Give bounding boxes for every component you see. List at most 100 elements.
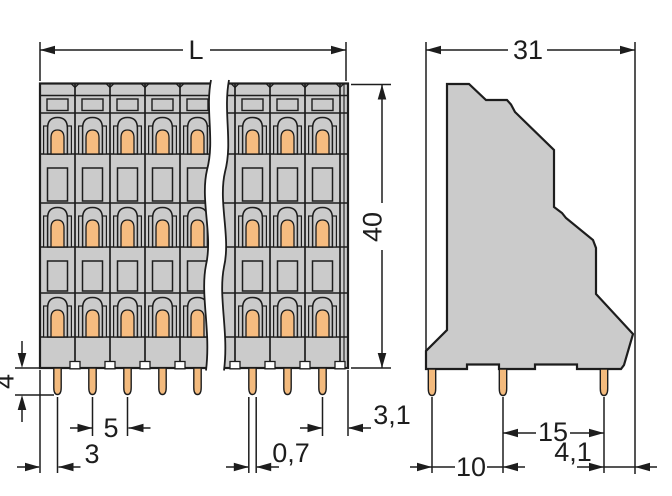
marker-window — [81, 260, 104, 292]
dimension-arrowhead — [589, 428, 604, 438]
dim-label-overall-length: L — [188, 35, 203, 65]
solder-pin — [283, 367, 292, 396]
solder-pin — [193, 367, 202, 396]
dimension-arrowhead — [503, 462, 518, 472]
terminal-pole — [112, 98, 143, 338]
solder-pin — [498, 368, 508, 397]
marker-window — [276, 167, 299, 202]
terminal-pole — [77, 98, 107, 338]
dimension-arrowhead — [40, 45, 55, 55]
terminal-pole — [238, 98, 268, 338]
dim-label-last-pin-offset: 3,1 — [373, 400, 411, 430]
clamp-spring — [315, 129, 330, 155]
marker-window — [46, 260, 69, 292]
front-view-pins — [53, 367, 327, 396]
actuation-slot — [311, 98, 334, 112]
clamp-spring — [85, 309, 100, 338]
actuation-slot — [46, 98, 69, 112]
terminal-pole — [308, 98, 338, 338]
clamp-spring — [245, 219, 260, 248]
foot-notch — [299, 360, 311, 370]
side-view-pins — [427, 368, 609, 397]
foot-notch — [69, 360, 81, 370]
clamp-spring — [315, 309, 330, 338]
dimension-arrowhead — [17, 395, 27, 410]
side-profile — [424, 82, 635, 371]
dimension-arrowhead — [589, 462, 604, 472]
marker-window — [311, 260, 334, 292]
clamp-spring — [190, 129, 205, 155]
terminal-pole — [42, 98, 72, 338]
clamp-spring — [50, 309, 65, 338]
clamp-spring — [155, 309, 170, 338]
foot-notch — [229, 360, 241, 370]
side-view — [424, 82, 635, 397]
terminal-pole — [148, 98, 178, 338]
clamp-spring — [155, 129, 170, 155]
dimension-arrowhead — [58, 462, 74, 472]
clamp-spring — [245, 129, 260, 155]
solder-pin — [88, 367, 97, 396]
clamp-spring — [245, 309, 260, 338]
dimension-arrowhead — [620, 45, 635, 55]
dimension-arrowhead — [77, 423, 93, 433]
dim-label-rear-pin-offset: 4,1 — [554, 437, 592, 467]
dimension-arrowhead — [503, 428, 518, 438]
side-view-housing — [424, 82, 635, 371]
dim-label-overall-height: 40 — [358, 212, 388, 242]
dimension-arrowhead — [17, 353, 27, 368]
dimension-arrowhead — [635, 462, 650, 472]
clamp-spring — [50, 219, 65, 248]
clamp-spring — [155, 219, 170, 248]
dimension-arrowhead — [307, 423, 323, 433]
dimension-arrowhead — [128, 423, 144, 433]
dimension-label-backgrounds — [183, 36, 570, 480]
clamp-spring — [85, 219, 100, 248]
dimension-arrowhead — [377, 84, 387, 100]
foot-notch — [104, 360, 116, 370]
dim-label-pin-width: 0,7 — [272, 438, 310, 468]
actuation-slot — [81, 98, 104, 112]
dim-label-pin-length: 4 — [0, 374, 20, 389]
clamp-spring — [85, 129, 100, 155]
solder-pin — [599, 368, 609, 397]
marker-window — [151, 260, 174, 292]
clamp-spring — [190, 309, 205, 338]
solder-pin — [318, 367, 327, 396]
solder-pin — [53, 367, 62, 396]
solder-pin — [427, 368, 437, 397]
front-view — [38, 79, 350, 396]
actuation-slot — [186, 98, 209, 112]
break-line-left — [203, 79, 212, 371]
marker-window — [81, 167, 104, 202]
foot-notch — [139, 360, 151, 370]
solder-pin — [123, 367, 132, 396]
foot-notch — [264, 360, 276, 370]
marker-window — [116, 260, 139, 292]
dimension-arrowhead — [331, 45, 346, 55]
marker-window — [276, 260, 299, 292]
break-symbol — [203, 79, 230, 371]
dim-label-pin-row-spacing: 15 — [538, 417, 568, 447]
foot-notch — [174, 360, 186, 370]
actuation-slot — [116, 98, 139, 112]
break-line-right — [221, 79, 230, 371]
marker-window — [46, 167, 69, 202]
dim-label-first-pin-offset: 3 — [84, 439, 99, 469]
dimension-labels: L 40 4 5 3 0,7 3,1 31 10 15 4,1 — [0, 35, 592, 482]
marker-window — [311, 167, 334, 202]
marker-window — [241, 167, 264, 202]
dim-label-overall-depth: 31 — [513, 35, 543, 65]
clamp-spring — [280, 309, 295, 338]
dimension-arrowhead — [25, 462, 40, 472]
dim-label-pin-pitch: 5 — [103, 413, 118, 443]
dimension-arrowhead — [348, 423, 363, 433]
marker-window — [241, 260, 264, 292]
dimension-arrowhead — [256, 462, 272, 472]
front-view-housing — [38, 82, 350, 370]
clamp-spring — [120, 129, 135, 155]
foot-notch — [334, 360, 346, 370]
marker-window — [151, 167, 174, 202]
clamp-spring — [315, 219, 330, 248]
